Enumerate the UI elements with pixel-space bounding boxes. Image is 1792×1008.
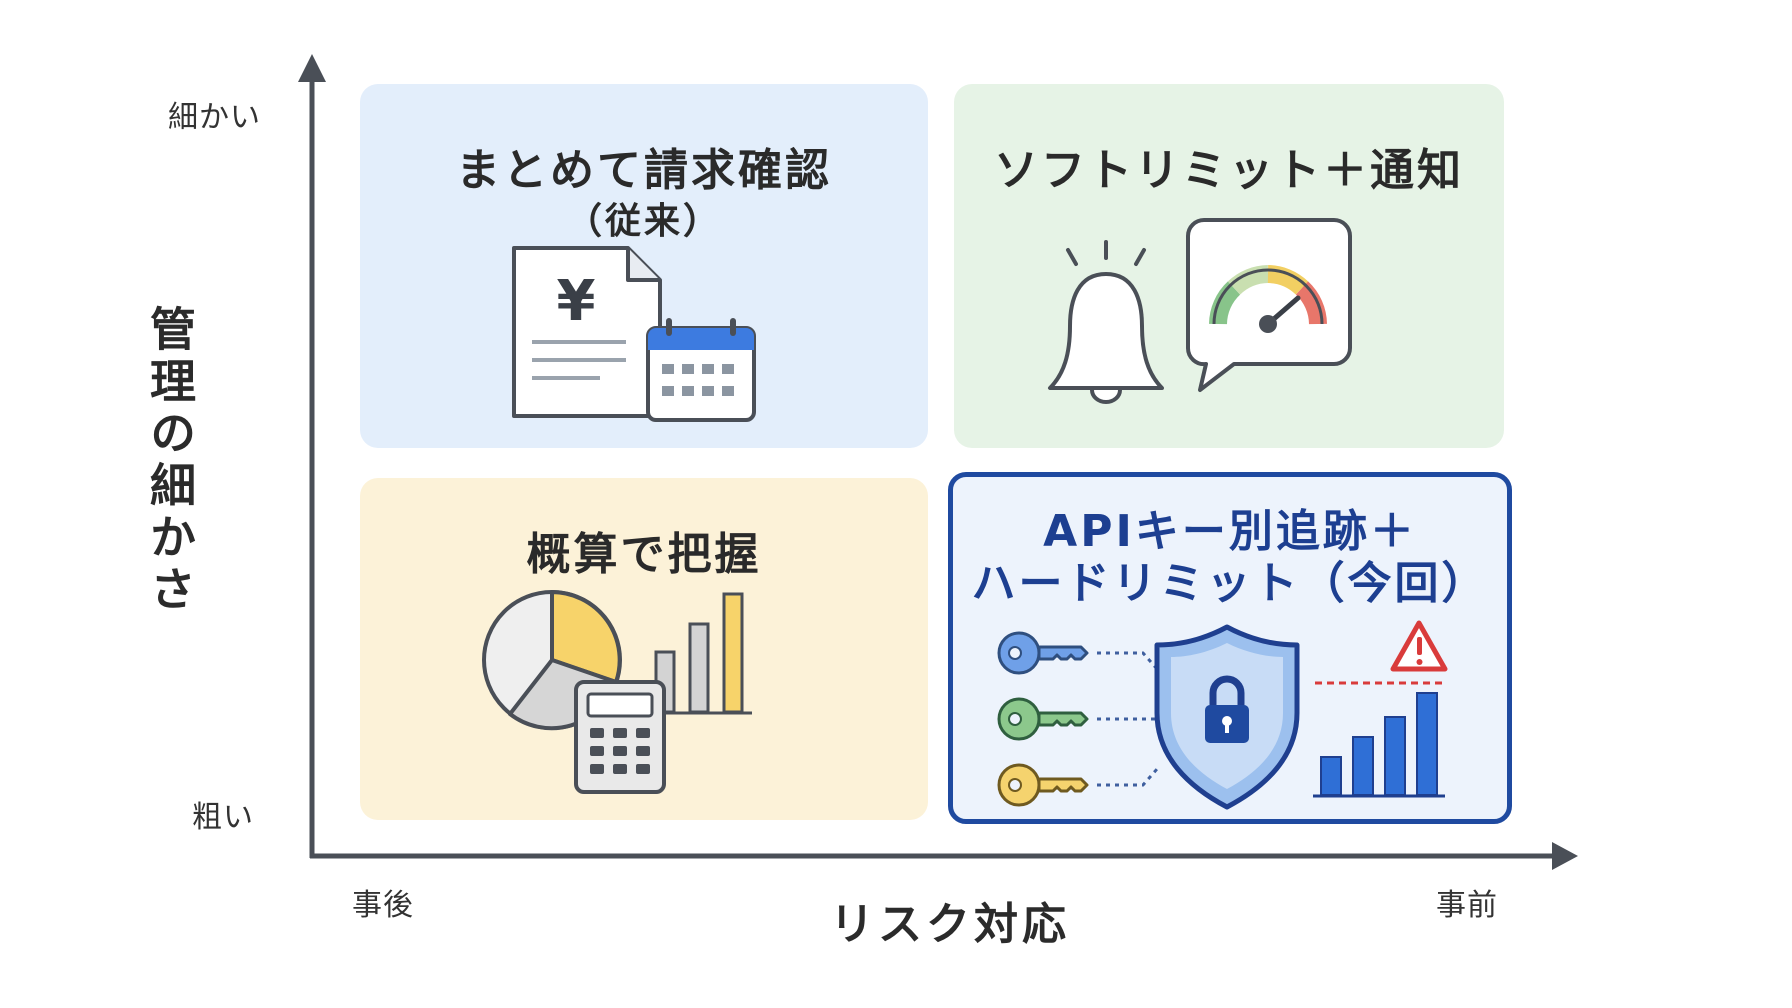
calculator-icon [574, 680, 666, 794]
quadrant-bottom-right: APIキー別追跡＋ ハードリミット（今回） [948, 472, 1512, 824]
yen-symbol: ¥ [557, 269, 596, 334]
pie-bar-calculator-illustration [482, 590, 752, 794]
x-right-label: 事前 [1436, 888, 1498, 923]
key-icon [997, 631, 1089, 675]
key-icon [997, 697, 1089, 741]
quadrant-bottom-left: 概算で把握 [360, 478, 928, 820]
quadrant-top-left: まとめて請求確認 （従来） ¥ [360, 84, 928, 448]
dotted-connectors [1097, 651, 1159, 787]
bell-gauge-illustration [1048, 218, 1352, 404]
calendar-icon [646, 318, 756, 422]
key-icon [997, 763, 1089, 807]
x-axis-title: リスク対応 [830, 899, 1070, 950]
bar-chart-limit-icon [1313, 681, 1445, 798]
keys-shield-limit-illustration [997, 620, 1448, 810]
shield-lock-icon [1154, 624, 1300, 810]
quadrant-bottom-right-title-line1: APIキー別追跡＋ [1043, 506, 1417, 557]
quadrant-bottom-left-title: 概算で把握 [526, 529, 762, 580]
quadrant-top-left-subtitle: （従来） [565, 201, 722, 242]
x-axis-arrow [1552, 842, 1578, 870]
warning-icon [1390, 620, 1448, 672]
quadrant-bottom-right-title-line2: ハードリミット（今回） [971, 558, 1489, 609]
x-left-label: 事後 [352, 888, 414, 923]
invoice-calendar-illustration: ¥ [512, 246, 756, 422]
y-top-label: 細かい [168, 100, 261, 135]
invoice-yen-icon: ¥ [512, 246, 662, 418]
y-bottom-label: 粗い [192, 800, 254, 835]
y-axis-arrow [298, 54, 326, 82]
quadrant-top-right-title: ソフトリミット＋通知 [994, 145, 1464, 196]
quadrant-top-left-title: まとめて請求確認 [456, 145, 832, 196]
quadrant-top-right: ソフトリミット＋通知 [954, 84, 1504, 448]
gauge-speech-bubble-icon [1185, 218, 1352, 392]
y-axis-title: 管理の細かさ [143, 305, 197, 617]
bell-icon [1048, 240, 1164, 404]
